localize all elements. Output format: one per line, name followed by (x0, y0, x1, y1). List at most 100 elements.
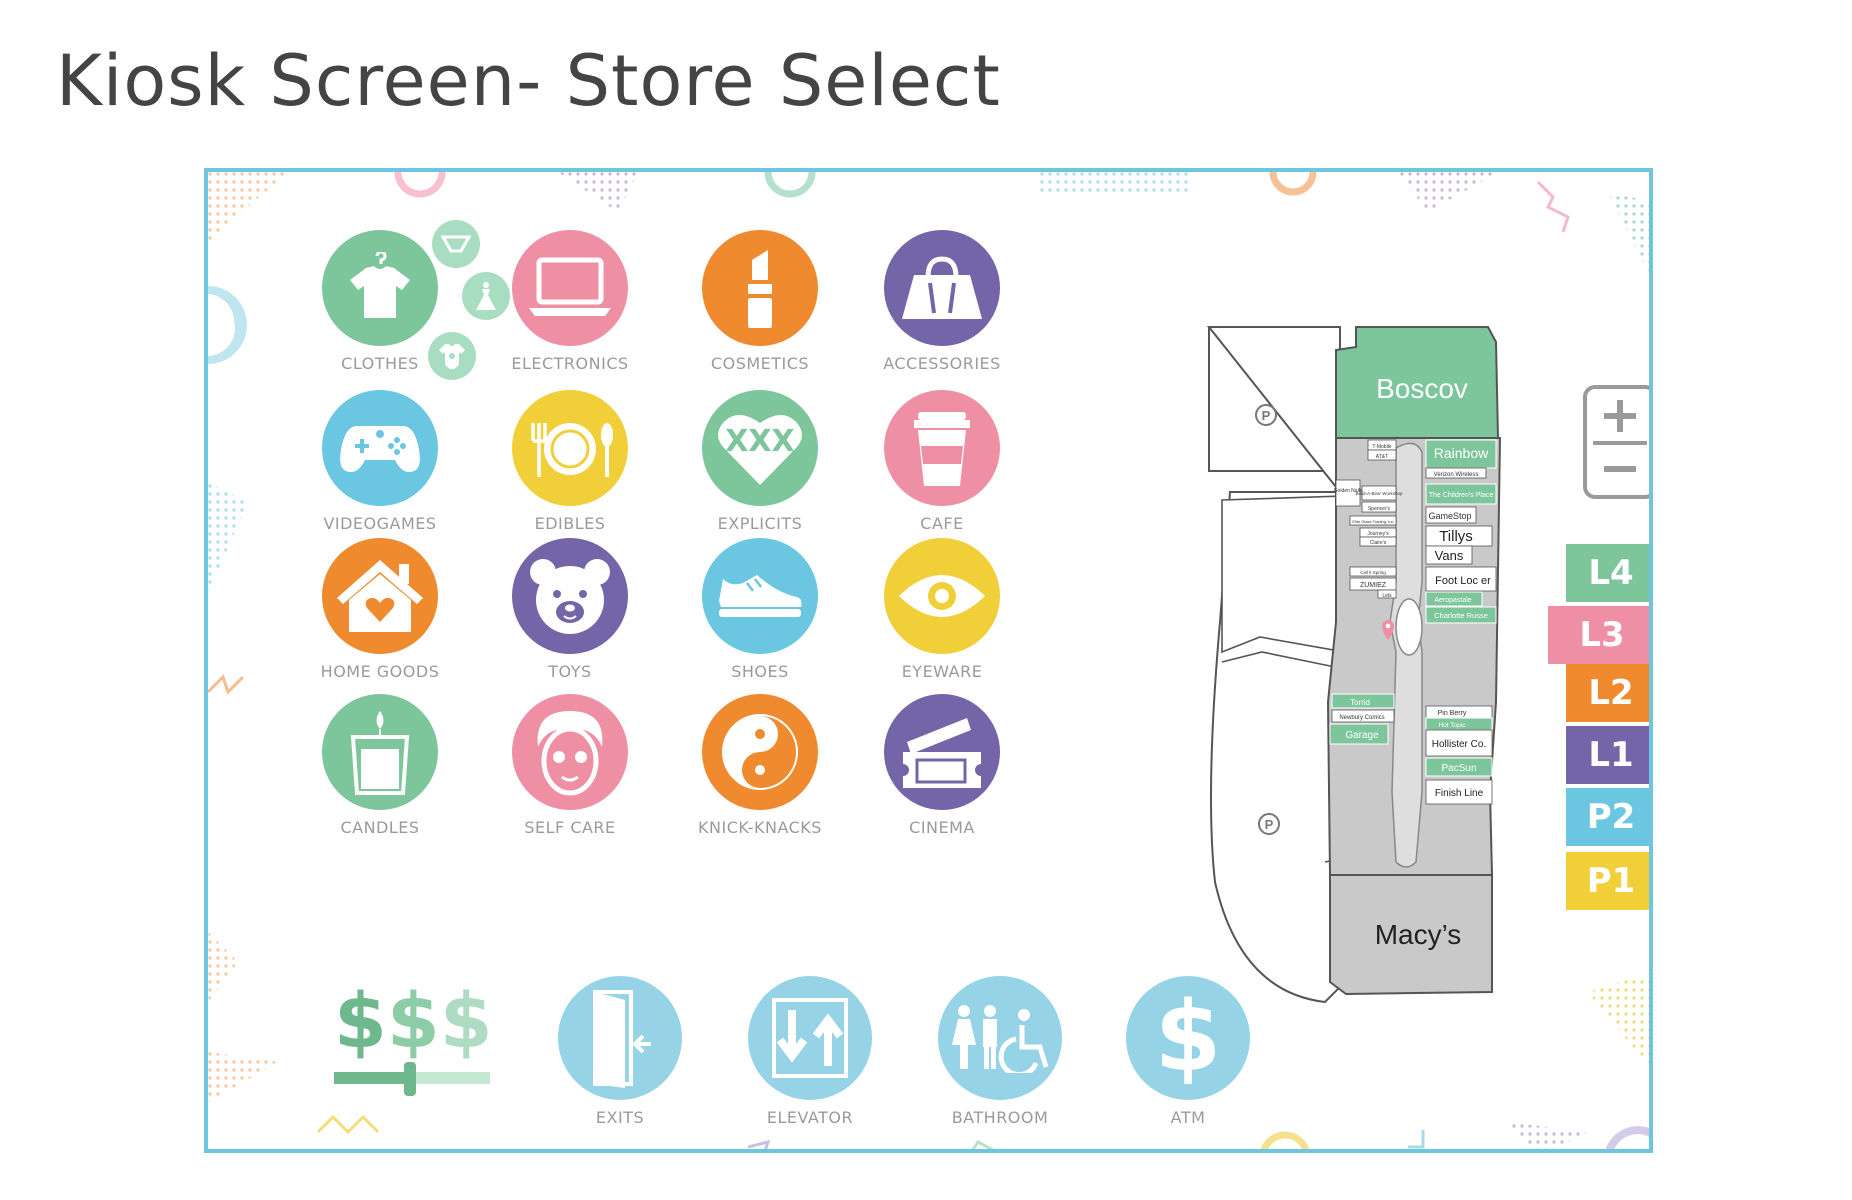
map-store-childrens-place: The Children’s Place (1429, 492, 1494, 499)
map-store-tillys: Tillys (1439, 528, 1473, 545)
category-accessories[interactable]: ACCESSORIES (852, 230, 1032, 373)
category-explicits[interactable]: XXX EXPLICITS (670, 390, 850, 533)
coffee-cup-icon (912, 406, 972, 490)
underwear-icon[interactable] (432, 220, 480, 268)
map-store-elite-glass: Elite Glass Trading, Inc (1352, 519, 1393, 524)
zoom-in-button[interactable] (1587, 389, 1649, 442)
category-label: ELECTRONICS (511, 354, 629, 373)
category-circle (702, 230, 818, 346)
category-electronics[interactable]: ELECTRONICS (480, 230, 660, 373)
category-circle (512, 230, 628, 346)
category-label: EYEWARE (901, 662, 983, 681)
amenity-label: BATHROOM (951, 1108, 1049, 1127)
eye-icon (897, 568, 987, 624)
lipstick-icon (740, 246, 780, 330)
map-store-journeys: Journey's (1367, 531, 1389, 537)
category-circle (512, 538, 628, 654)
map-store-hollister: Hollister Co. (1432, 739, 1486, 750)
level-p1-button[interactable]: P1 (1566, 852, 1649, 910)
map-store-gamestop: GameStop (1428, 511, 1471, 521)
category-cosmetics[interactable]: COSMETICS (670, 230, 850, 373)
onesie-icon[interactable] (428, 332, 476, 380)
svg-text:$: $ (1155, 988, 1222, 1088)
map-store-build-a-bear: Build-A-Bear Workshop (1356, 491, 1403, 496)
category-knick-knacks[interactable]: KNICK-KNACKS (670, 694, 850, 837)
category-circle (322, 230, 438, 346)
category-shoes[interactable]: SHOES (670, 538, 850, 681)
candle-icon (349, 709, 411, 795)
amenity-elevator[interactable]: ELEVATOR (720, 976, 900, 1127)
heart-xxx-icon: XXX (717, 409, 803, 487)
parking-north: P (1262, 408, 1271, 423)
category-circle (322, 538, 438, 654)
dress-icon[interactable] (462, 272, 510, 320)
category-label: CANDLES (340, 818, 420, 837)
price-filter[interactable]: $$$ (334, 982, 494, 1102)
map-store-att: AT&T (1376, 454, 1388, 460)
map-store-lids: Lids (1382, 593, 1392, 599)
teddy-bear-icon (527, 556, 613, 636)
map-store-finish-line: Finish Line (1435, 788, 1484, 799)
map-store-aeropastale: Aeropastale (1434, 597, 1471, 604)
svg-text:XXX: XXX (725, 424, 794, 459)
category-circle (884, 694, 1000, 810)
map-store-newbury-comics: Newbury Comics (1339, 715, 1384, 721)
map-store-zumiez: ZUMIEZ (1360, 582, 1387, 589)
elevator-icon (770, 996, 850, 1080)
category-label: CINEMA (909, 818, 975, 837)
category-label: SHOES (731, 662, 789, 681)
level-l3-button[interactable]: L3 (1548, 606, 1649, 664)
category-cinema[interactable]: CINEMA (852, 694, 1032, 837)
level-l4-button[interactable]: L4 (1566, 544, 1649, 602)
category-edibles[interactable]: EDIBLES (480, 390, 660, 533)
kiosk-screen: CLOTHES ELECTRONICS COSMETICS ACCESSORIES VI… (204, 168, 1653, 1153)
zoom-control[interactable] (1583, 385, 1649, 499)
zoom-divider (1593, 441, 1647, 445)
category-label: SELF CARE (524, 818, 616, 837)
amenity-exits[interactable]: EXITS (530, 976, 710, 1127)
map-store-charlotte-russe: Charlotte Russe (1434, 611, 1488, 620)
map-store-cell-it: Cell it Spring (1360, 570, 1386, 575)
parking-south: P (1265, 817, 1274, 832)
map-store-torrid: Torrid (1350, 698, 1370, 707)
map-store-foot-locker: Foot Loc er (1435, 575, 1491, 587)
amenity-circle (938, 976, 1062, 1100)
category-label: CAFE (920, 514, 964, 533)
category-circle (884, 230, 1000, 346)
category-label: COSMETICS (710, 354, 810, 373)
plus-icon (1604, 399, 1636, 432)
category-circle (702, 538, 818, 654)
level-l1-button[interactable]: L1 (1566, 726, 1649, 784)
price-dollar-symbol: $ (386, 976, 440, 1065)
category-videogames[interactable]: VIDEOGAMES (290, 390, 470, 533)
zoom-out-button[interactable] (1587, 442, 1649, 495)
category-circle (322, 390, 438, 506)
category-cafe[interactable]: CAFE (852, 390, 1032, 533)
map-store-pacsun: PacSun (1441, 763, 1476, 774)
amenity-bathroom[interactable]: BATHROOM (910, 976, 1090, 1127)
category-label: ACCESSORIES (883, 354, 1001, 373)
category-eyeware[interactable]: EYEWARE (852, 538, 1032, 681)
map-anchor-macys: Macy’s (1375, 919, 1462, 950)
amenity-label: ATM (1170, 1108, 1206, 1127)
page-title: Kiosk Screen- Store Select (56, 40, 1001, 122)
category-circle (884, 538, 1000, 654)
category-label: EXPLICITS (717, 514, 803, 533)
level-p2-button[interactable]: P2 (1566, 788, 1649, 846)
mall-map[interactable]: P P Boscov Macy’s Rainbow Verizon Wirele… (1200, 322, 1560, 1012)
level-l2-button[interactable]: L2 (1566, 664, 1649, 722)
map-store-pinkberry: Pin Berry (1438, 710, 1467, 717)
category-candles[interactable]: CANDLES (290, 694, 470, 837)
amenity-circle (748, 976, 872, 1100)
yin-yang-icon (718, 710, 802, 794)
amenity-label: ELEVATOR (766, 1108, 854, 1127)
category-home-goods[interactable]: HOME GOODS (290, 538, 470, 681)
category-label: TOYS (548, 662, 592, 681)
category-self-care[interactable]: SELF CARE (480, 694, 660, 837)
category-toys[interactable]: TOYS (480, 538, 660, 681)
price-slider-handle[interactable] (404, 1062, 416, 1096)
exit-door-icon (585, 988, 655, 1088)
face-mask-icon (530, 707, 610, 797)
amenity-atm[interactable]: $ ATM (1098, 976, 1278, 1127)
category-clothes[interactable]: CLOTHES (290, 230, 470, 373)
